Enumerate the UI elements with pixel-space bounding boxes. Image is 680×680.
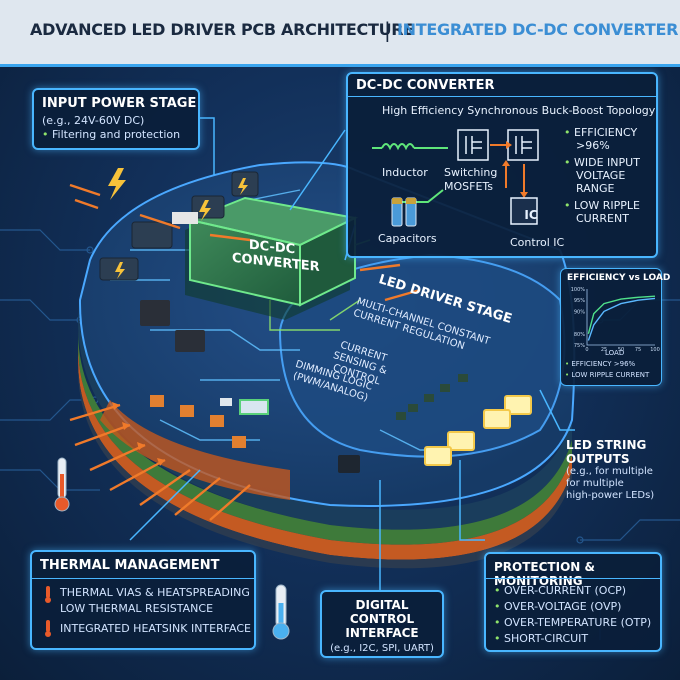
thermal-box: THERMAL MANAGEMENT THERMAL VIAS & HEATSP… [30,550,256,650]
title-bar: ADVANCED LED DRIVER PCB ARCHITECTURE | I… [0,0,680,67]
thermal-resistance: LOW THERMAL RESISTANCE [60,602,213,616]
efficiency-series-line [588,296,655,334]
digital-protocols: (e.g., I2C, SPI, UART) [322,642,442,656]
input-power-heading: INPUT POWER STAGE [42,96,196,111]
protection-otp: OVER-TEMPERATURE (OTP) [494,616,651,630]
thermal-heatsink: INTEGRATED HEATSINK INTERFACE [60,622,251,636]
feature-wide-input-2: VOLTAGE [564,169,654,182]
chart-legend-ripple: LOW RIPPLE CURRENT [565,371,649,379]
chart-legend-efficiency: EFFICIENCY >96% [565,360,635,368]
control-ic-label: Control IC [510,236,564,250]
efficiency-chart-title: EFFICIENCY vs LOAD [567,273,670,283]
dcdc-features: EFFICIENCY >96% WIDE INPUT VOLTAGE RANGE… [564,126,654,225]
feature-wide-input-3: RANGE [564,182,654,195]
led-outputs-callout: LED STRING OUTPUTS (e.g., for multiple f… [566,438,670,502]
led-outputs-heading2: OUTPUTS [566,452,670,466]
x-tick-label: 0 [585,347,588,353]
led-outputs-line1: (e.g., for multiple [566,466,670,478]
protection-ocp: OVER-CURRENT (OCP) [494,584,626,598]
digital-heading2: INTERFACE [322,626,442,640]
thermal-icons [42,586,54,642]
input-power-box: INPUT POWER STAGE (e.g., 24V-60V DC) Fil… [32,88,200,150]
dcdc-panel: DC-DC CONVERTER High Efficiency Synchron… [346,72,658,258]
y-tick-label: 75% [574,343,585,349]
y-tick-label: 100% [571,287,586,293]
feature-efficiency: EFFICIENCY [564,126,654,139]
feature-low-ripple: LOW RIPPLE [564,199,654,212]
thermometer-icon-large [273,585,289,639]
mosfets-label: MOSFETs [444,180,493,194]
mosfet-icon-2 [508,130,538,160]
x-tick-label: 75 [635,347,641,353]
mosfet-icon [458,130,488,160]
feature-low-ripple-2: CURRENT [564,212,654,225]
switching-label: Switching [444,166,497,180]
feature-wide-input: WIDE INPUT [564,156,654,169]
capacitors-label: Capacitors [378,232,437,246]
input-power-range: (e.g., 24V-60V DC) [42,114,144,128]
inductor-label: Inductor [382,166,428,180]
digital-control-box: DIGITAL CONTROL INTERFACE (e.g., I2C, SP… [320,590,444,658]
x-tick-label: 100 [650,347,660,353]
y-tick-label: 95% [574,298,585,304]
thermal-vias: THERMAL VIAS & HEATSPREADING [60,586,250,600]
y-tick-label: 90% [574,309,585,315]
led-outputs-line3: high-power LEDs) [566,490,670,502]
input-power-filtering: Filtering and protection [42,128,180,142]
ripple-series-line [588,298,655,340]
dcdc-topology: High Efficiency Synchronous Buck-Boost T… [382,104,655,118]
thermometer-icon [55,458,69,511]
led-outputs-line2: for multiple [566,478,670,490]
protection-ovp: OVER-VOLTAGE (OVP) [494,600,621,614]
led-outputs-heading1: LED STRING [566,438,670,452]
title-main: ADVANCED LED DRIVER PCB ARCHITECTURE [30,20,414,39]
digital-heading1: DIGITAL CONTROL [322,598,442,626]
thermal-heading: THERMAL MANAGEMENT [40,558,220,573]
protection-short-circuit: SHORT-CIRCUIT [494,632,588,646]
protection-box: PROTECTION & MONITORING OVER-CURRENT (OC… [484,552,662,652]
title-separator: | [384,18,391,42]
title-sub: INTEGRATED DC-DC CONVERTER [397,20,678,39]
ic-chip-label: IC [518,208,544,222]
chart-xlabel: LOAD [605,349,624,357]
y-tick-label: 80% [574,332,585,338]
feature-efficiency-value: >96% [564,139,654,152]
dcdc-panel-heading: DC-DC CONVERTER [356,78,494,93]
